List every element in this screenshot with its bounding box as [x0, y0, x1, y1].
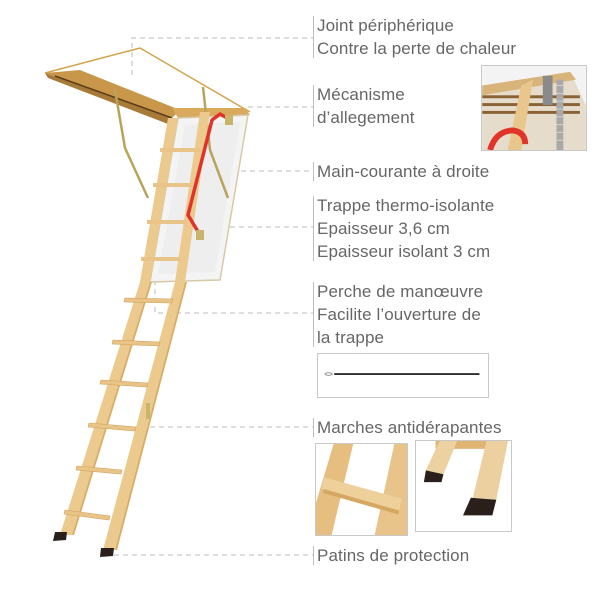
- feature-label-hatch: Trappe thermo-isolante Epaisseur 3,6 cm …: [313, 194, 494, 263]
- ladder-lower: [60, 282, 187, 550]
- support-arms: [113, 86, 230, 199]
- feet-closeup-photo: [416, 441, 511, 531]
- label-bar: [313, 85, 314, 127]
- leader-seal: [131, 37, 313, 75]
- leader-lines: [114, 37, 313, 556]
- label-bar: [313, 546, 314, 565]
- steps-thumbnail: [315, 443, 408, 536]
- feature-label-steps: Marches antidérapantes: [313, 416, 502, 439]
- mechanism-thumbnail: [481, 65, 587, 151]
- feature-label-seal: Joint périphérique Contre la perte de ch…: [313, 14, 516, 60]
- feature-label-mechanism: Mécanisme d’allegement: [313, 83, 415, 129]
- feature-label-pole: Perche de manœuvre Facilite l’ouverture …: [313, 280, 483, 349]
- label-bar: [313, 282, 314, 347]
- label-bar: [313, 418, 314, 437]
- feet-thumbnail: [415, 440, 512, 532]
- step-closeup-photo: [316, 444, 407, 535]
- protective-feet: [53, 532, 114, 557]
- feature-label-handrail: Main-courante à droite: [313, 160, 489, 183]
- label-bar: [313, 196, 314, 261]
- spring-mechanism-photo: [482, 66, 586, 150]
- leader-pole: [154, 280, 313, 314]
- pole-thumbnail: [317, 353, 489, 398]
- hatch-frame: [44, 47, 251, 124]
- feature-label-feet: Patins de protection: [313, 544, 469, 567]
- handrail: [186, 112, 229, 237]
- label-bar: [313, 162, 314, 181]
- label-bar: [313, 16, 314, 58]
- operating-pole-photo: [320, 354, 486, 397]
